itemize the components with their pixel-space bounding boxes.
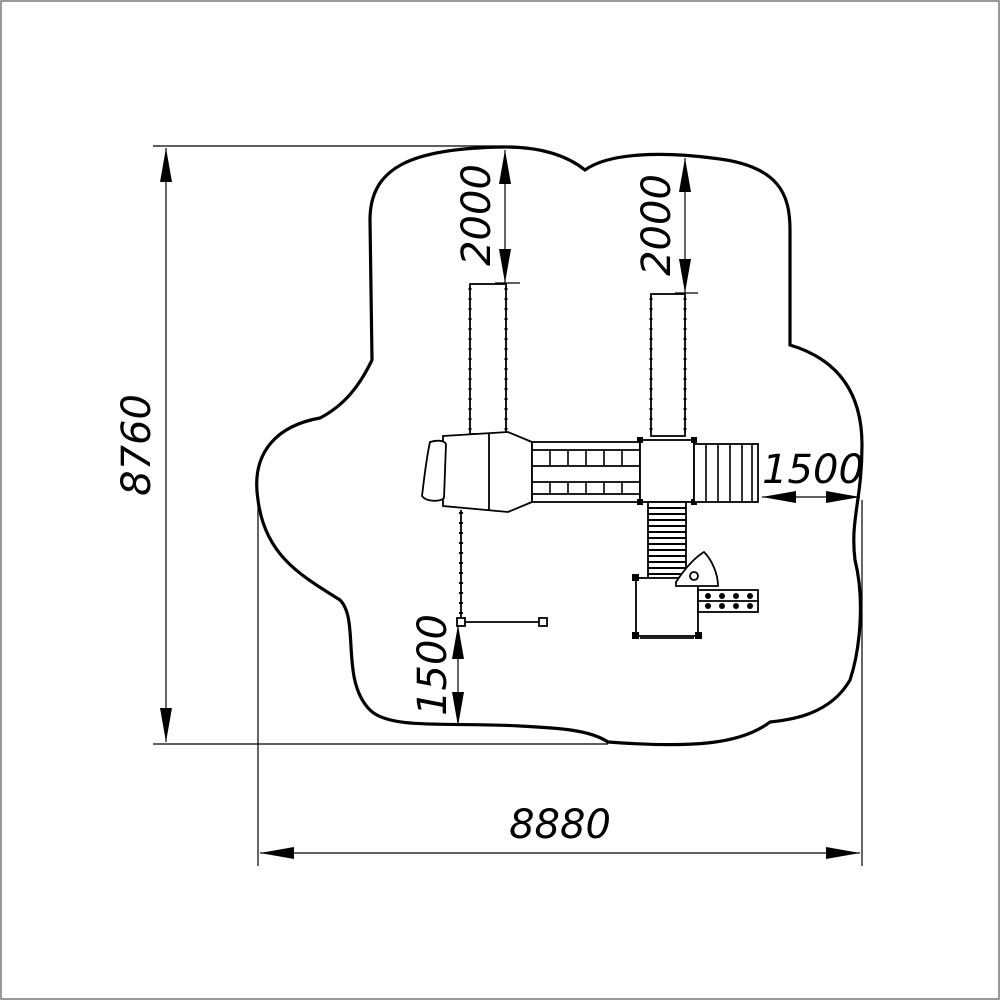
left-slide-rail-dots xyxy=(468,288,508,432)
arrow-top-right-up xyxy=(679,158,691,192)
arrow-height-top xyxy=(160,148,172,182)
arrow-bottom-up xyxy=(452,625,464,659)
right-stairs-steps xyxy=(705,444,753,502)
arrow-width-left xyxy=(260,847,294,859)
dim-label-top-left: 2000 xyxy=(454,164,500,266)
bridge-slats xyxy=(549,450,623,494)
right-slide xyxy=(650,293,686,437)
arrow-top-left-up xyxy=(499,150,511,184)
dim-label-bottom: 1500 xyxy=(410,614,456,716)
playground-equipment xyxy=(421,283,759,639)
small-slide xyxy=(675,550,719,587)
right-stairs xyxy=(693,443,759,503)
arrow-top-right-down xyxy=(679,259,691,293)
arrow-right-left xyxy=(762,491,796,503)
small-climber-dots xyxy=(705,593,753,609)
dim-label-width: 8880 xyxy=(509,802,611,848)
safety-zone-outline xyxy=(255,145,864,747)
arrow-bottom-down xyxy=(452,692,464,726)
dim-label-top-right: 2000 xyxy=(634,174,680,276)
arrow-height-bottom xyxy=(160,708,172,742)
small-slide-hole xyxy=(689,571,699,581)
arrow-width-right xyxy=(826,847,860,859)
ladder-rungs xyxy=(648,507,686,575)
left-tower-roof xyxy=(442,431,533,513)
arrow-right-right xyxy=(826,491,860,503)
fence-post-end xyxy=(538,617,548,627)
right-tower-platform xyxy=(639,439,695,503)
left-slide xyxy=(469,283,507,435)
dim-label-right: 1500 xyxy=(762,447,864,493)
dim-label-height: 8760 xyxy=(114,394,160,496)
fence-post-corner xyxy=(456,617,466,627)
arrow-top-left-down xyxy=(499,249,511,283)
lower-tower xyxy=(635,577,699,637)
left-tower-canopy xyxy=(421,439,447,502)
